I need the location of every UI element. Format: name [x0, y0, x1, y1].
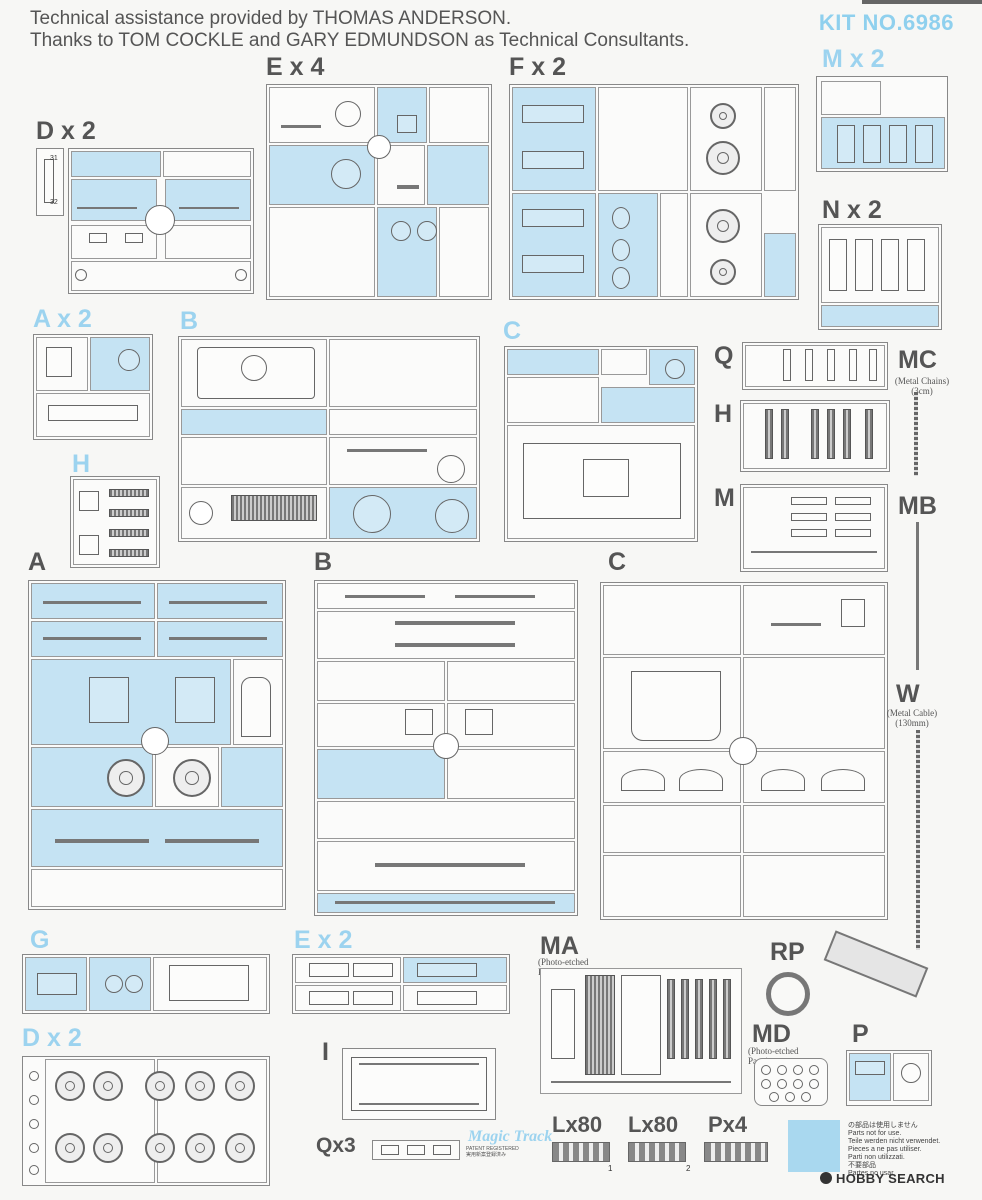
- label-i: I: [322, 1038, 329, 1066]
- label-q: Q: [714, 342, 734, 370]
- metal-chain: [914, 392, 918, 476]
- track-number-2: 2: [686, 1164, 691, 1173]
- sprue-q: [742, 342, 888, 390]
- label-h-left: H: [72, 450, 91, 478]
- sprue-d-top: [68, 148, 254, 294]
- magic-track-logo: Magic Track: [468, 1128, 553, 1145]
- sprue-a-big: [28, 580, 286, 910]
- sprue-n: [818, 224, 942, 330]
- credits-line-2: Thanks to TOM COCKLE and GARY EDMUNDSON …: [30, 30, 690, 51]
- label-a-big: A: [28, 548, 47, 576]
- track-link-1: [552, 1142, 610, 1162]
- hobby-search-watermark: HOBBY SEARCH: [820, 1171, 945, 1186]
- hobby-search-logo-icon: [820, 1172, 832, 1184]
- label-b-big: B: [314, 548, 333, 576]
- label-w: W: [896, 680, 920, 708]
- label-d-top: D x 2: [36, 117, 96, 145]
- label-h-right: H: [714, 400, 733, 428]
- sprue-m-top: [816, 76, 948, 172]
- label-m-top: M x 2: [822, 45, 885, 73]
- sprue-f-top: [509, 84, 799, 300]
- label-ma: MA: [540, 932, 579, 960]
- sprue-b-top: [178, 336, 480, 542]
- sprue-ma-photoetch: [540, 968, 742, 1094]
- label-px4: Px4: [708, 1112, 748, 1137]
- track-link-p: [704, 1142, 768, 1162]
- sprue-d-bottom: [22, 1056, 270, 1186]
- sprue-e-top: [266, 84, 492, 300]
- track-number-1: 1: [608, 1164, 613, 1173]
- sprue-a-small: [33, 334, 153, 440]
- label-mb: MB: [898, 492, 937, 520]
- label-mc: MC: [898, 346, 937, 374]
- magic-track-patent: PATENT REGISTERED 実用新案登録済み: [466, 1146, 519, 1158]
- label-rp: RP: [770, 938, 805, 966]
- label-g: G: [30, 926, 50, 954]
- label-f-top: F x 2: [509, 53, 566, 81]
- mc-sublabel: (Metal Chains): [894, 376, 950, 386]
- label-qx3: Qx3: [316, 1134, 356, 1157]
- sprue-h-left: [70, 476, 160, 568]
- metal-cable: [916, 730, 920, 950]
- sprue-m-mid: [740, 484, 888, 572]
- label-b-top: B: [180, 307, 199, 335]
- label-md: MD: [752, 1020, 791, 1048]
- label-e-bottom: E x 2: [294, 926, 353, 954]
- label-d-bottom: D x 2: [22, 1024, 82, 1052]
- metal-barrel: [916, 522, 919, 670]
- label-c-big: C: [608, 548, 627, 576]
- legend-swatch: [788, 1120, 840, 1172]
- label-a-top: A x 2: [33, 305, 92, 333]
- track-link-2: [628, 1142, 686, 1162]
- sprue-i: [342, 1048, 496, 1120]
- label-e-top: E x 4: [266, 53, 325, 81]
- legend-text: の部品は使用しません Parts not for use. Teile werd…: [848, 1122, 941, 1177]
- roller-part: [766, 972, 810, 1016]
- label-lx80-b: Lx80: [628, 1112, 679, 1137]
- mc-size: (3cm): [911, 386, 933, 396]
- w-size: (130mm): [895, 718, 929, 728]
- credits-line-1: Technical assistance provided by THOMAS …: [30, 8, 512, 29]
- w-sublabel: (Metal Cable): [886, 708, 938, 718]
- kit-number: KIT NO.6986: [818, 10, 954, 35]
- sprue-md-photoetch: [754, 1058, 828, 1106]
- sprue-e-bottom: [292, 954, 510, 1014]
- top-bar: [862, 0, 982, 4]
- sprue-qx3: [372, 1140, 460, 1160]
- label-n: N x 2: [822, 196, 882, 224]
- label-m-mid: M: [714, 484, 735, 512]
- sprue-c-big: [600, 582, 888, 920]
- label-c-top: C: [503, 317, 522, 345]
- rp-plate: [823, 930, 929, 998]
- sprue-p: [846, 1050, 932, 1106]
- sprue-g: [22, 954, 270, 1014]
- sprue-b-big: [314, 580, 578, 916]
- sprue-h-right: [740, 400, 890, 472]
- label-p: P: [852, 1020, 869, 1048]
- label-lx80-a: Lx80: [552, 1112, 603, 1137]
- sprue-c-top: [504, 346, 698, 542]
